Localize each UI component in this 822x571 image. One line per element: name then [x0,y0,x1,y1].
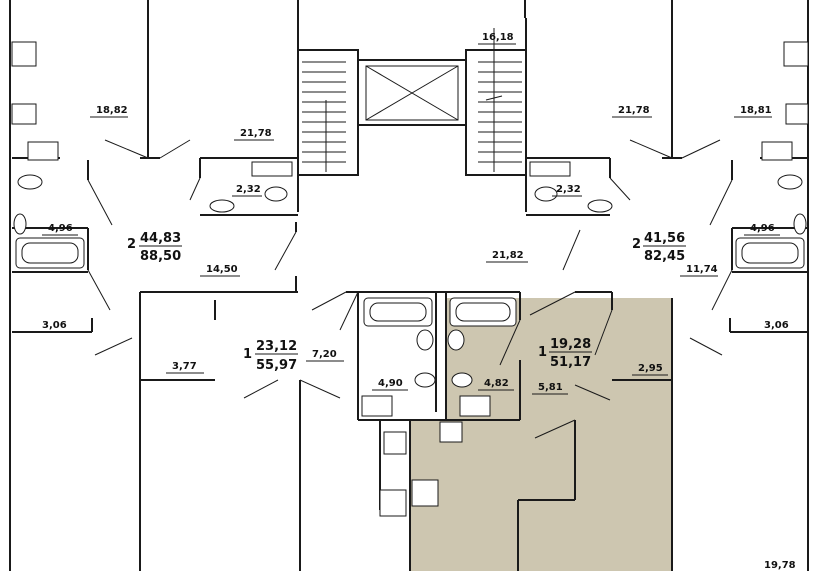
apt1-total: 88,50 [140,249,181,264]
apt4-total: 51,17 [550,355,591,370]
area-r-bath: 4,96 [750,223,775,234]
area-c-hall2: 5,81 [538,382,563,393]
apt1-living: 44,83 [140,231,181,246]
area-stair: 16,18 [482,32,514,43]
area-c-loggia2: 2,95 [638,363,663,374]
area-c-corr: 7,20 [312,349,337,360]
door-swings [87,139,733,439]
apt4-rooms: 1 [538,345,547,360]
area-cr-wc: 2,32 [556,184,581,195]
stairs [302,28,522,172]
apartment-summaries: 2 44,83 88,50 2 41,56 82,45 1 23,12 55,9… [127,231,686,373]
room-labels: 16,18 18,82 21,78 21,78 18,81 2,32 2,32 … [36,32,796,571]
walls [9,0,809,571]
apt4-living: 19,28 [550,337,591,352]
area-tl-room: 18,82 [96,105,128,116]
apt3-rooms: 1 [243,347,252,362]
apt2-living: 41,56 [644,231,685,246]
area-l-hall: 14,50 [206,264,238,275]
area-br-room: 19,78 [764,560,796,571]
area-tr-room: 18,81 [740,105,772,116]
elevator [365,65,459,121]
area-cr-room: 21,78 [618,105,650,116]
area-cl-wc: 2,32 [236,184,261,195]
area-r-hall: 11,74 [686,264,718,275]
area-l-loggia: 3,06 [42,320,67,331]
area-c-bath1: 4,90 [378,378,403,389]
area-c-bath2: 4,82 [484,378,509,389]
fixtures [11,41,809,517]
apt3-total: 55,97 [256,358,297,373]
apt2-rooms: 2 [632,237,641,252]
area-cl-room: 21,78 [240,128,272,139]
highlighted-apartment[interactable] [410,298,673,571]
area-l-bath: 4,96 [48,223,73,234]
area-c-storage: 3,77 [172,361,197,372]
apt2-total: 82,45 [644,249,685,264]
area-r-loggia: 3,06 [764,320,789,331]
apt3-living: 23,12 [256,339,297,354]
apt1-rooms: 2 [127,237,136,252]
area-c-hall: 21,82 [492,250,524,261]
